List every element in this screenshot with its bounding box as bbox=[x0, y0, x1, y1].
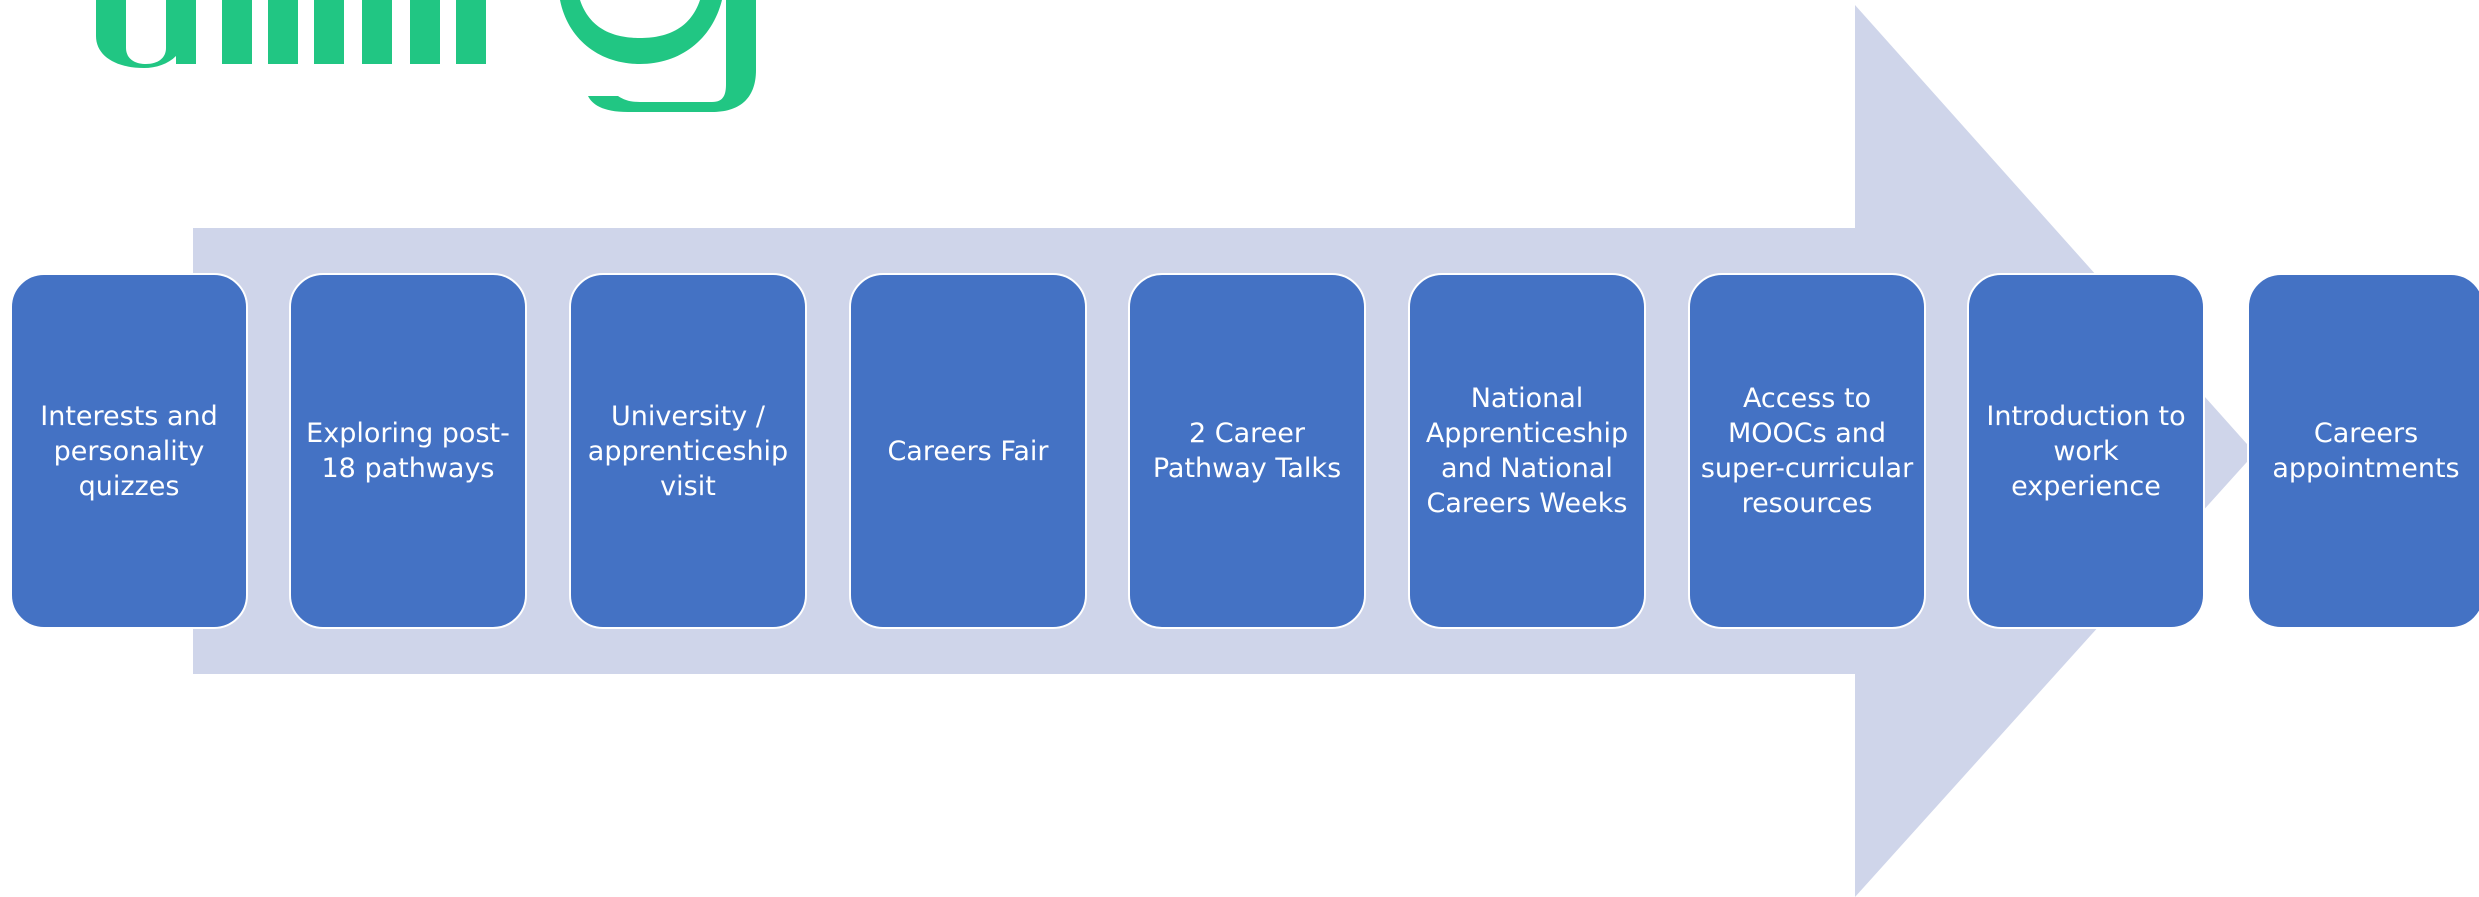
step-moocs-access: Access to MOOCs and super-curricular res… bbox=[1688, 273, 1926, 629]
step-national-weeks: National Apprenticeship and National Car… bbox=[1408, 273, 1646, 629]
unifrog-logo bbox=[96, 0, 756, 112]
step-career-talks: 2 Career Pathway Talks bbox=[1128, 273, 1366, 629]
step-label: University / apprenticeship visit bbox=[587, 400, 789, 502]
step-label: Access to MOOCs and super-curricular res… bbox=[1700, 383, 1914, 519]
step-label: 2 Career Pathway Talks bbox=[1152, 418, 1342, 484]
step-label: Careers appointments bbox=[2272, 418, 2460, 484]
step-label: National Apprenticeship and National Car… bbox=[1425, 383, 1629, 519]
step-university-visit: University / apprenticeship visit bbox=[569, 273, 807, 629]
step-interests-quizzes: Interests and personality quizzes bbox=[10, 273, 248, 629]
step-label: Interests and personality quizzes bbox=[40, 400, 218, 502]
step-work-experience: Introduction to work experience bbox=[1967, 273, 2205, 629]
step-label: Introduction to work experience bbox=[1986, 400, 2186, 502]
step-label: Exploring post-18 pathways bbox=[306, 418, 510, 484]
logo-wordmark bbox=[96, 0, 756, 112]
step-exploring-pathways: Exploring post-18 pathways bbox=[289, 273, 527, 629]
step-careers-fair: Careers Fair bbox=[849, 273, 1087, 629]
step-careers-appointments: Careers appointments bbox=[2247, 273, 2479, 629]
step-label: Careers Fair bbox=[887, 435, 1049, 467]
